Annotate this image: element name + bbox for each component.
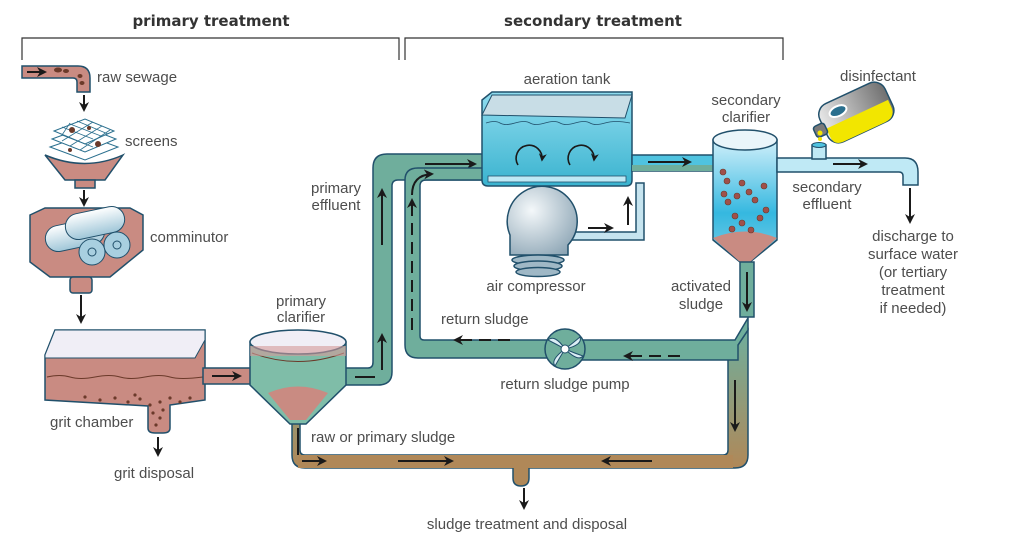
- label-return-sludge-pump: return sludge pump: [500, 376, 629, 393]
- secondary-treatment-section: secondary treatment: [404, 12, 784, 60]
- aeration-tank: [481, 91, 715, 241]
- label-activated-sludge-1: activated: [671, 278, 731, 295]
- label-primary-clarifier-2: clarifier: [277, 309, 325, 326]
- label-secondary-effluent-1: secondary: [792, 179, 862, 196]
- disinfectant-jug: [812, 81, 895, 144]
- primary-bracket: [21, 37, 400, 60]
- label-secondary-clarifier-2: clarifier: [722, 109, 770, 126]
- label-sludge-treatment: sludge treatment and disposal: [427, 516, 627, 533]
- label-grit-disposal: grit disposal: [114, 465, 194, 482]
- raw-sewage-inlet: [21, 65, 91, 112]
- return-sludge-pump: [544, 328, 586, 370]
- labels: raw sewage screens comminutor grit chamb…: [50, 68, 958, 533]
- label-secondary-clarifier-1: secondary: [711, 92, 781, 109]
- secondary-treatment-heading: secondary treatment: [504, 12, 682, 30]
- return-sludge-pipe: [404, 167, 749, 361]
- secondary-effluent-pipe: [776, 142, 919, 224]
- primary-clarifier: [249, 329, 347, 425]
- label-discharge-4: treatment: [881, 282, 945, 299]
- label-grit-chamber: grit chamber: [50, 414, 133, 431]
- label-return-sludge: return sludge: [441, 311, 529, 328]
- sludge-pipe: [291, 327, 749, 510]
- label-activated-sludge-2: sludge: [679, 296, 723, 313]
- primary-treatment-heading: primary treatment: [132, 12, 289, 30]
- label-discharge-3: (or tertiary: [879, 264, 948, 281]
- secondary-bracket: [404, 37, 784, 60]
- screens: [44, 118, 126, 207]
- label-comminutor: comminutor: [150, 229, 228, 246]
- label-primary-clarifier-1: primary: [276, 293, 327, 310]
- label-discharge-1: discharge to: [872, 228, 954, 245]
- label-primary-effluent-2: effluent: [312, 197, 362, 214]
- label-aeration-tank: aeration tank: [524, 71, 611, 88]
- label-secondary-effluent-2: effluent: [803, 196, 853, 213]
- label-screens: screens: [125, 133, 178, 150]
- comminutor: [29, 205, 144, 324]
- grit-chamber: [44, 329, 254, 457]
- label-discharge-2: surface water: [868, 246, 958, 263]
- secondary-clarifier: [712, 129, 778, 318]
- label-raw-or-primary-sludge: raw or primary sludge: [311, 429, 455, 446]
- air-compressor: [506, 185, 578, 278]
- label-primary-effluent-1: primary: [311, 180, 362, 197]
- label-air-compressor: air compressor: [486, 278, 585, 295]
- primary-treatment-section: primary treatment: [21, 12, 400, 60]
- label-discharge-5: if needed): [880, 300, 947, 317]
- label-disinfectant: disinfectant: [840, 68, 917, 85]
- label-raw-sewage: raw sewage: [97, 69, 177, 86]
